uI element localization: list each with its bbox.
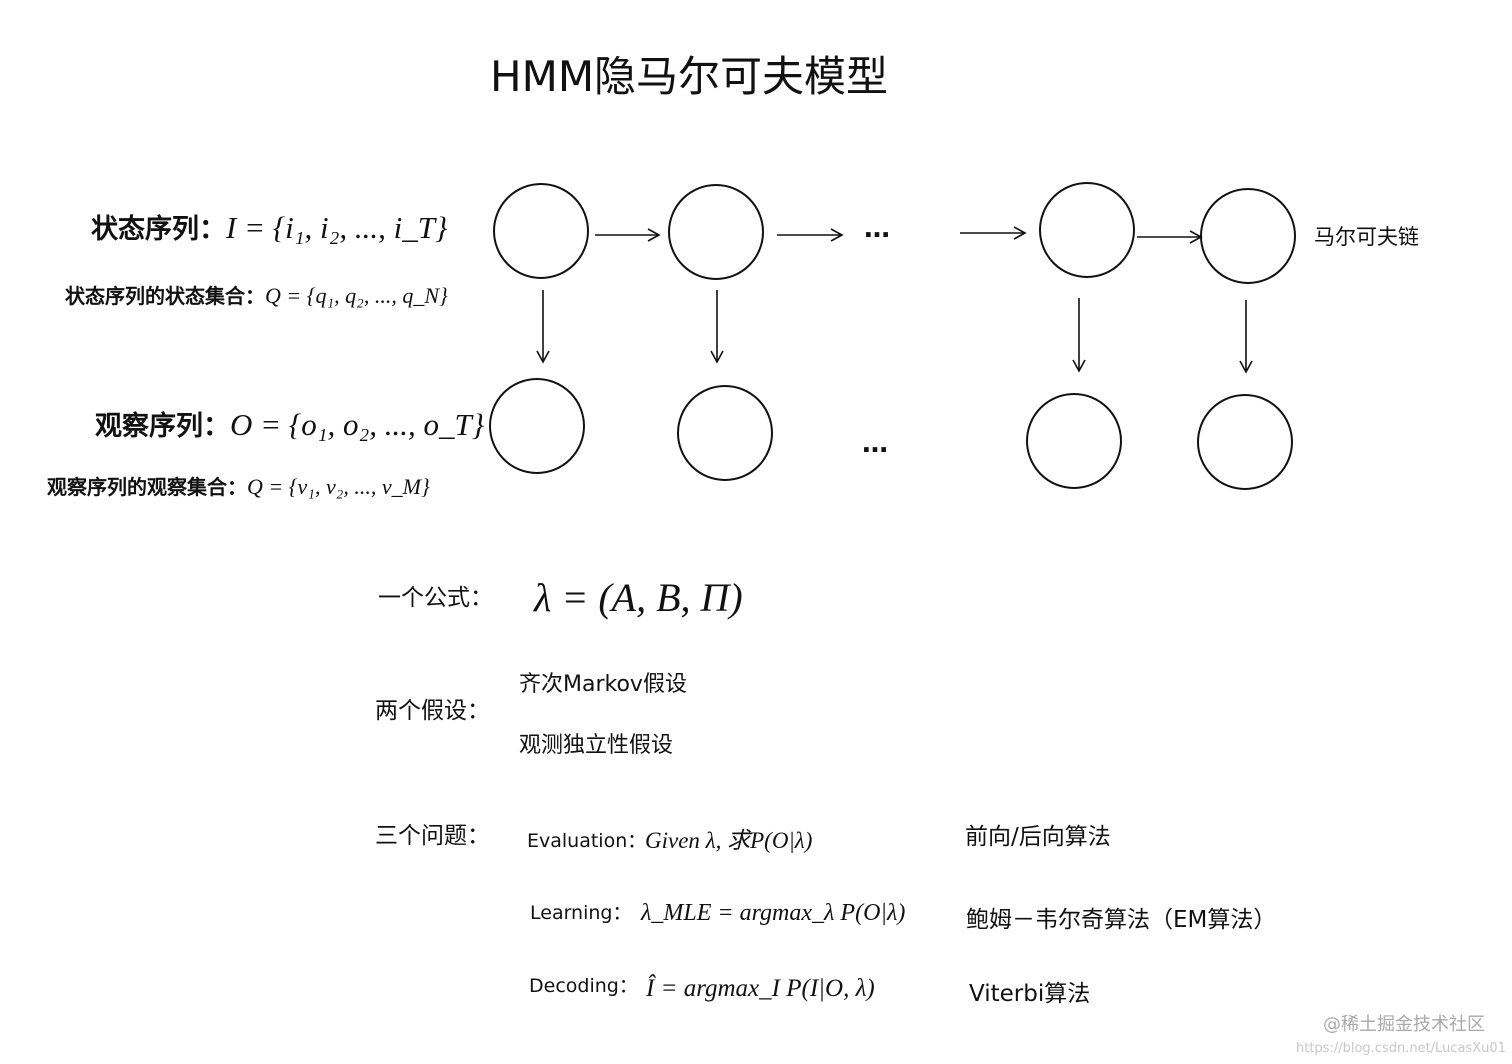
problem-decoding-name: Decoding： <box>529 975 638 997</box>
observation-set-formula: Q = {v₁, v₂, ..., v_M} <box>247 474 430 499</box>
state-ellipsis: … <box>864 214 892 244</box>
observation-node-2 <box>677 385 773 481</box>
markov-chain-label: 马尔可夫链 <box>1314 225 1419 249</box>
state-set-label: 状态序列的状态集合： <box>65 284 265 308</box>
problem-decoding-formula: Î = argmax_I P(I|O, λ) <box>646 975 875 1002</box>
observation-sequence-label: 观察序列： <box>95 411 230 442</box>
observation-node-4 <box>1197 394 1293 490</box>
page-title: HMM隐马尔可夫模型 <box>490 52 889 101</box>
state-sequence-row: 状态序列：I = {i₁, i₂, ..., i_T} <box>91 212 447 243</box>
problem-evaluation-name: Evaluation： <box>527 830 647 852</box>
two-assumptions-label: 两个假设： <box>375 698 490 724</box>
assumption-observation-independence: 观测独立性假设 <box>519 733 674 758</box>
three-problems-label: 三个问题： <box>375 823 490 849</box>
state-set-row: 状态序列的状态集合：Q = {q₁, q₂, ..., q_N} <box>65 285 448 307</box>
state-sequence-formula: I = {i₁, i₂, ..., i_T} <box>226 210 448 245</box>
problem-evaluation-formula: Given λ, 求P(O|λ) <box>645 828 813 853</box>
lambda-formula: λ = (A, B, Π) <box>534 575 743 620</box>
observation-set-row: 观察序列的观察集合：Q = {v₁, v₂, ..., v_M} <box>47 476 430 498</box>
problem-decoding-algorithm: Viterbi算法 <box>969 981 1091 1007</box>
problem-learning-name: Learning： <box>530 902 632 924</box>
state-sequence-label: 状态序列： <box>91 214 226 245</box>
state-node-3 <box>1039 182 1135 278</box>
watermark-url: https://blog.csdn.net/LucasXu01 <box>1296 1041 1506 1056</box>
one-formula-label: 一个公式： <box>378 585 493 611</box>
state-node-4 <box>1200 188 1296 284</box>
state-set-formula: Q = {q₁, q₂, ..., q_N} <box>265 283 448 308</box>
observation-set-label: 观察序列的观察集合： <box>47 475 247 499</box>
observation-sequence-formula: O = {o₁, o₂, ..., o_T} <box>230 407 485 442</box>
assumption-homogeneous-markov: 齐次Markov假设 <box>519 672 687 697</box>
observation-sequence-row: 观察序列：O = {o₁, o₂, ..., o_T} <box>95 409 484 440</box>
problem-evaluation-algorithm: 前向/后向算法 <box>965 824 1111 850</box>
observation-ellipsis: … <box>862 429 890 459</box>
observation-node-3 <box>1026 393 1122 489</box>
state-node-1 <box>493 183 589 279</box>
problem-learning-algorithm: 鲍姆－韦尔奇算法（EM算法） <box>966 907 1277 933</box>
observation-node-1 <box>489 378 585 474</box>
watermark-brand: @稀土掘金技术社区 <box>1323 1014 1485 1035</box>
state-node-2 <box>668 184 764 280</box>
problem-learning-formula: λ_MLE = argmax_λ P(O|λ) <box>641 900 906 926</box>
